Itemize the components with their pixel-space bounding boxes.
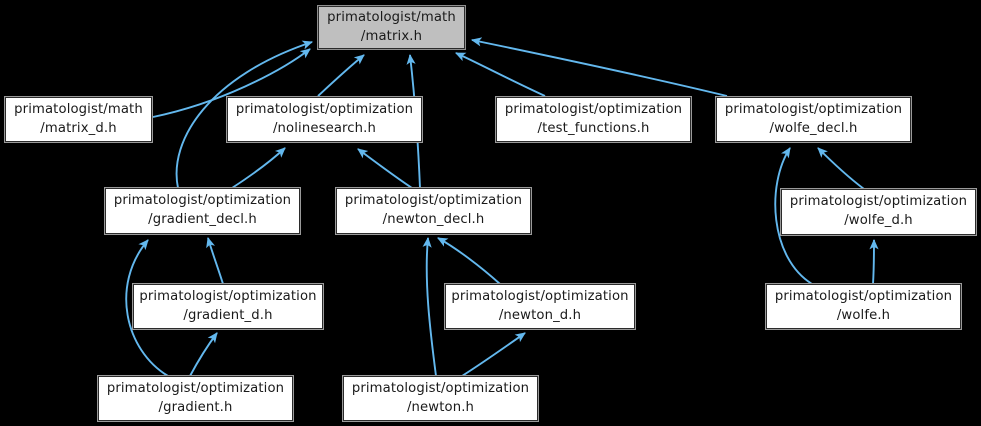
node-gradient-d-h-label: primatologist/optimization /gradient_d.h: [139, 288, 317, 323]
edge-newton-d-to-newton-decl: [437, 237, 501, 285]
edge-gradient-to-gradient-d: [189, 332, 218, 377]
node-matrix-h-label: primatologist/math /matrix.h: [327, 9, 456, 44]
node-wolfe-h[interactable]: primatologist/optimization /wolfe.h: [765, 283, 962, 330]
edge-gradient-to-gradient-decl: [125, 239, 169, 377]
node-nolinesearch-h[interactable]: primatologist/optimization /nolinesearch…: [226, 96, 423, 143]
node-gradient-d-h[interactable]: primatologist/optimization /gradient_d.h: [132, 283, 324, 330]
node-newton-d-h[interactable]: primatologist/optimization /newton_d.h: [444, 283, 636, 330]
edge-newton-to-newton-d: [461, 332, 526, 377]
node-newton-h-label: primatologist/optimization /newton.h: [351, 380, 530, 415]
node-test-functions-h[interactable]: primatologist/optimization /test_functio…: [495, 96, 692, 143]
node-nolinesearch-h-label: primatologist/optimization /nolinesearch…: [235, 101, 414, 136]
node-wolfe-decl-h[interactable]: primatologist/optimization /wolfe_decl.h: [715, 96, 912, 143]
edge-wolfe-d-to-wolfe-decl: [817, 147, 865, 190]
node-wolfe-d-h-label: primatologist/optimization /wolfe_d.h: [789, 194, 968, 228]
node-wolfe-d-h[interactable]: primatologist/optimization /wolfe_d.h: [780, 188, 977, 236]
edge-gradient-decl-to-matrix: [175, 40, 313, 189]
edge-nolinesearch-to-matrix: [317, 54, 365, 97]
node-newton-d-h-label: primatologist/optimization /newton_d.h: [451, 288, 629, 323]
edge-newton-decl-to-nolinesearch: [357, 148, 413, 189]
edge-wolfe-to-wolfe-d: [869, 238, 879, 285]
edge-wolfe-decl-to-matrix: [470, 37, 728, 97]
node-gradient-decl-h[interactable]: primatologist/optimization /gradient_dec…: [104, 187, 301, 235]
node-newton-decl-h-label: primatologist/optimization /newton_decl.…: [344, 193, 523, 227]
node-newton-decl-h[interactable]: primatologist/optimization /newton_decl.…: [335, 187, 532, 235]
edge-matrix-d-to-matrix: [152, 48, 311, 118]
edge-gradient-decl-to-nolinesearch: [231, 147, 286, 189]
edge-wolfe-to-wolfe-decl: [774, 147, 813, 285]
node-gradient-h[interactable]: primatologist/optimization /gradient.h: [97, 375, 294, 422]
node-matrix-d-h-label: primatologist/math /matrix_d.h: [14, 101, 143, 136]
node-wolfe-decl-h-label: primatologist/optimization /wolfe_decl.h: [724, 101, 903, 136]
node-test-functions-h-label: primatologist/optimization /test_functio…: [504, 101, 683, 136]
node-wolfe-h-label: primatologist/optimization /wolfe.h: [774, 288, 953, 323]
node-matrix-h[interactable]: primatologist/math /matrix.h: [317, 5, 466, 50]
node-gradient-h-label: primatologist/optimization /gradient.h: [106, 380, 285, 415]
edge-test-functions-to-matrix: [455, 52, 546, 97]
edge-gradient-d-to-gradient-decl: [206, 236, 224, 285]
node-gradient-decl-h-label: primatologist/optimization /gradient_dec…: [113, 193, 292, 227]
edge-newton-to-newton-decl: [422, 236, 437, 377]
node-newton-h[interactable]: primatologist/optimization /newton.h: [342, 375, 539, 422]
node-matrix-d-h[interactable]: primatologist/math /matrix_d.h: [4, 96, 153, 143]
